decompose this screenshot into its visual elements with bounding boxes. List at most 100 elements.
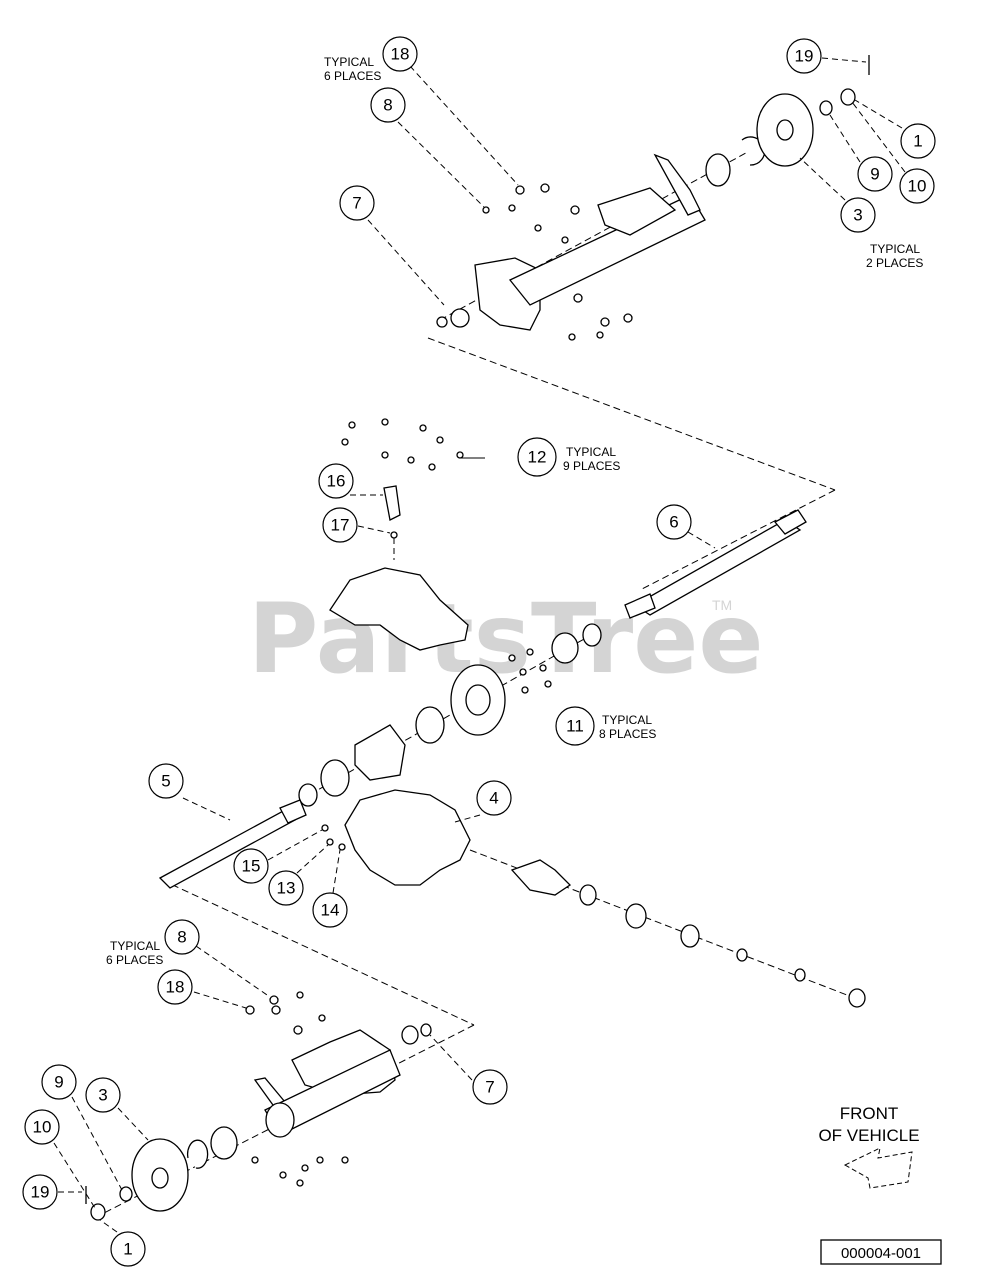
axle-shaft-6-spline <box>773 509 807 535</box>
bolt-11 <box>519 668 527 676</box>
bolt <box>316 1156 324 1164</box>
screw <box>419 424 427 432</box>
note-typical-2: TYPICAL 2 PLACES <box>866 242 923 270</box>
washer-output <box>736 948 748 962</box>
ring-gear-hub <box>465 684 491 716</box>
screw-17 <box>390 531 398 539</box>
callout-1-bottom-label: 1 <box>123 1240 132 1259</box>
callout-10-top: 10 <box>899 168 935 204</box>
output-shaft <box>510 859 572 896</box>
callout-1-top: 1 <box>900 123 936 159</box>
note-typical-8-line1: TYPICAL <box>602 713 652 727</box>
callout-13: 13 <box>268 870 304 906</box>
transaxle-housing-lower <box>344 789 471 886</box>
callout-16: 16 <box>318 463 354 499</box>
bolt-11 <box>521 686 529 694</box>
note-typical-6-top-line1: TYPICAL <box>324 55 374 69</box>
callout-9-top-label: 9 <box>870 165 879 184</box>
note-typical-8-line2: 8 PLACES <box>599 727 656 741</box>
diagram-id-text: 000004-001 <box>841 1245 921 1262</box>
retaining-ring-lower <box>186 1139 209 1169</box>
note-typical-6-top: TYPICAL 6 PLACES <box>324 55 381 83</box>
bolt-11 <box>544 680 552 688</box>
callout-3-top-label: 3 <box>853 206 862 225</box>
ring-upper <box>436 316 448 328</box>
wheel-hub-lower-center <box>151 1167 169 1189</box>
callout-17-label: 17 <box>331 516 350 535</box>
callout-3-bottom-label: 3 <box>98 1086 107 1105</box>
bearing-output <box>625 903 647 929</box>
bolt <box>293 1025 303 1035</box>
watermark: PartsTree TM <box>248 583 763 695</box>
retaining-ring <box>579 884 597 906</box>
callout-10-bottom-label: 10 <box>33 1118 52 1137</box>
wheel-hub-upper-center <box>776 119 794 141</box>
shift-lever-16 <box>383 485 401 521</box>
screw <box>428 463 436 471</box>
bolt <box>296 1179 304 1187</box>
note-typical-9: TYPICAL 9 PLACES <box>563 445 620 473</box>
callout-10-top-label: 10 <box>908 177 927 196</box>
note-typical-6-bottom-line1: TYPICAL <box>110 939 160 953</box>
washer-13 <box>326 838 334 846</box>
callout-4: 4 <box>476 780 512 816</box>
note-typical-9-line1: TYPICAL <box>566 445 616 459</box>
callout-7-top: 7 <box>339 185 375 221</box>
leader-lines <box>53 57 906 1233</box>
bolt <box>508 204 516 212</box>
callout-8-top-label: 8 <box>383 96 392 115</box>
callout-16-label: 16 <box>327 472 346 491</box>
bolt <box>269 995 279 1005</box>
upper-tube-connector-line <box>427 337 836 491</box>
callout-12-label: 12 <box>528 448 547 467</box>
front-of-vehicle-line2: OF VEHICLE <box>818 1126 919 1145</box>
bolt <box>482 206 490 214</box>
bolt <box>623 313 633 323</box>
callout-3-top: 3 <box>840 197 876 233</box>
note-typical-6-top-line2: 6 PLACES <box>324 69 381 83</box>
bolt-11 <box>526 648 534 656</box>
callout-17: 17 <box>322 507 358 543</box>
note-typical-2-line2: 2 PLACES <box>866 256 923 270</box>
nut-10-upper <box>840 88 856 106</box>
callout-7-bottom: 7 <box>472 1069 508 1105</box>
bolt-11 <box>508 654 516 662</box>
washer-9-lower <box>119 1186 133 1202</box>
bolt <box>279 1171 287 1179</box>
bearing-center-left <box>298 783 318 807</box>
screw <box>436 436 444 444</box>
front-direction-arrow-icon <box>843 1147 913 1189</box>
callout-10-bottom: 10 <box>24 1109 60 1145</box>
callout-1-bottom: 1 <box>110 1231 146 1267</box>
screw <box>348 421 356 429</box>
transaxle-center-assembly <box>158 418 866 1008</box>
callout-9-bottom: 9 <box>41 1064 77 1100</box>
callout-18-top-label: 18 <box>391 45 410 64</box>
callout-8-top: 8 <box>370 87 406 123</box>
axle-shaft-5-spline <box>279 799 307 824</box>
seal-center-right <box>551 632 579 664</box>
callout-14-label: 14 <box>321 901 340 920</box>
callout-13-label: 13 <box>277 879 296 898</box>
bolt-11 <box>539 664 547 672</box>
ring-lower <box>420 1023 432 1037</box>
screw-14 <box>338 843 346 851</box>
bearing-upper <box>705 153 731 187</box>
axle-shaft-6-spline-inner <box>624 593 656 619</box>
callout-3-bottom: 3 <box>85 1077 121 1113</box>
axle-tube-lower-end <box>265 1102 295 1138</box>
axle-6-connector-line <box>639 489 836 591</box>
bolt <box>296 991 304 999</box>
callout-15-label: 15 <box>242 857 261 876</box>
front-of-vehicle-indicator: FRONT OF VEHICLE <box>818 1104 920 1189</box>
callout-9-bottom-label: 9 <box>54 1073 63 1092</box>
callout-6-label: 6 <box>669 513 678 532</box>
bolt <box>568 333 576 341</box>
callout-7-bottom-label: 7 <box>485 1078 494 1097</box>
bearing-lower <box>210 1126 238 1160</box>
callout-8-bottom-label: 8 <box>177 928 186 947</box>
bolt <box>573 293 583 303</box>
callout-5-label: 5 <box>161 772 170 791</box>
screw <box>381 451 389 459</box>
